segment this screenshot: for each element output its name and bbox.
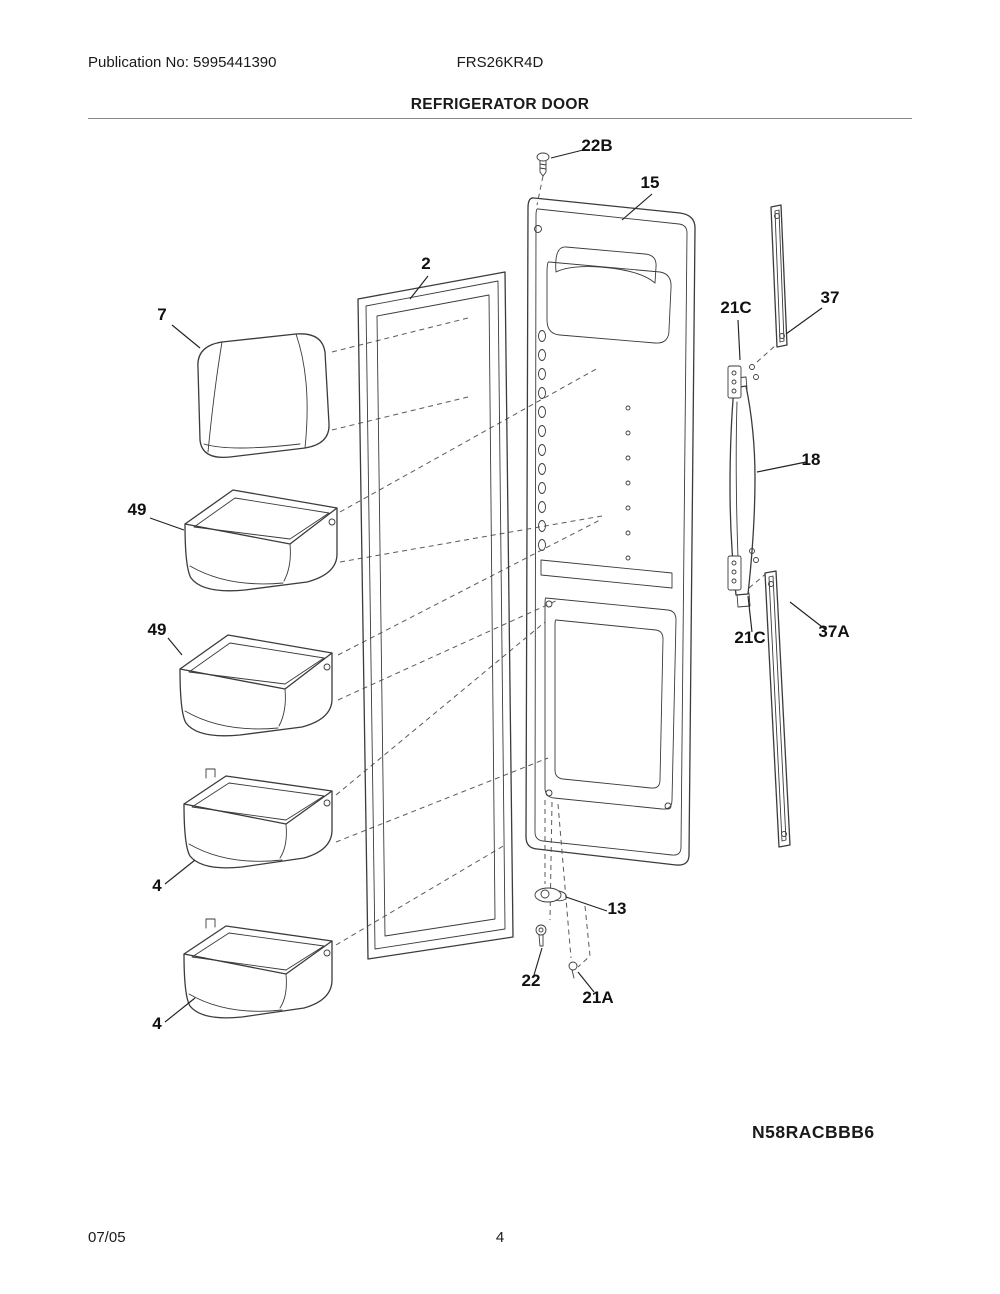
screw-22b bbox=[536, 152, 550, 177]
door-top-grip bbox=[555, 246, 657, 284]
part-label-37a: 37A bbox=[818, 622, 849, 641]
leader-2 bbox=[409, 275, 429, 300]
bracket-21c-upper bbox=[727, 364, 759, 399]
publication-number: Publication No: 5995441390 bbox=[88, 54, 277, 71]
part-label-22b: 22B bbox=[581, 136, 612, 155]
leader-37a bbox=[789, 601, 827, 631]
footer-page-number: 4 bbox=[495, 1229, 505, 1246]
part-label-15: 15 bbox=[641, 173, 660, 192]
door-center-slots bbox=[625, 405, 631, 561]
dairy-bin-7 bbox=[197, 333, 330, 459]
screw-21c-upper bbox=[753, 374, 759, 380]
screw-21c-lower bbox=[749, 548, 755, 554]
door-mid-band bbox=[540, 559, 673, 589]
title-divider bbox=[88, 118, 912, 119]
part-label-7: 7 bbox=[157, 305, 166, 324]
part-label-2: 2 bbox=[421, 254, 430, 273]
diagram-code: N58RACBBB6 bbox=[752, 1122, 875, 1142]
part-label-18: 18 bbox=[802, 450, 821, 469]
part-label-49-lower: 49 bbox=[148, 620, 167, 639]
leader-7 bbox=[171, 324, 201, 349]
screw-21c-upper bbox=[749, 364, 755, 370]
door-inner-face bbox=[534, 208, 688, 856]
leader-49-lower bbox=[167, 637, 183, 656]
part-label-4-lower: 4 bbox=[152, 1014, 162, 1033]
model-number: FRS26KR4D bbox=[456, 54, 544, 71]
part-label-22: 22 bbox=[522, 971, 541, 990]
part-label-13: 13 bbox=[608, 899, 627, 918]
door-top-recess bbox=[546, 261, 672, 344]
screw-22 bbox=[535, 924, 547, 947]
leader-22 bbox=[533, 947, 543, 976]
leader-18 bbox=[756, 461, 807, 473]
door-bin-49-lower bbox=[179, 634, 333, 737]
door-fastener-hole bbox=[664, 802, 672, 810]
part-labels: 22B 15 2 7 49 49 4 4 37 21C 18 37A 21C 1… bbox=[128, 136, 850, 1033]
door-hinge-hole bbox=[534, 225, 542, 233]
leader-4-upper bbox=[164, 859, 196, 885]
part-label-49-upper: 49 bbox=[128, 500, 147, 519]
screw-21a bbox=[568, 961, 578, 979]
part-label-37: 37 bbox=[821, 288, 840, 307]
door-fastener-hole bbox=[545, 600, 553, 608]
door-panel-15 bbox=[525, 197, 696, 866]
leader-4-lower bbox=[164, 997, 196, 1023]
door-shelf-4-upper bbox=[183, 768, 333, 869]
bracket-21c-lower bbox=[727, 548, 759, 591]
door-gasket-2 bbox=[357, 271, 514, 960]
leader-lines bbox=[149, 149, 827, 1023]
footer-date: 07/05 bbox=[88, 1229, 126, 1246]
leader-13 bbox=[565, 896, 608, 912]
leader-49-upper bbox=[149, 517, 185, 531]
part-label-21c-lower: 21C bbox=[734, 628, 765, 647]
leader-22b bbox=[550, 149, 584, 159]
door-lower-recess-inner bbox=[554, 619, 664, 789]
door-bin-49-upper bbox=[184, 489, 338, 592]
door-shelf-4-lower bbox=[183, 918, 333, 1019]
leader-21c-lower bbox=[747, 595, 753, 633]
leader-15 bbox=[621, 193, 653, 221]
door-lower-recess-outer bbox=[544, 597, 677, 810]
part-label-4-upper: 4 bbox=[152, 876, 162, 895]
screw-21c-lower bbox=[753, 557, 759, 563]
leader-37 bbox=[785, 307, 823, 335]
trim-strip-37 bbox=[770, 204, 788, 348]
door-fastener-hole bbox=[545, 789, 553, 797]
part-label-21a: 21A bbox=[582, 988, 613, 1007]
hinge-bearing-13 bbox=[534, 887, 567, 903]
page-title: REFRIGERATOR DOOR bbox=[410, 96, 590, 113]
leader-21a bbox=[577, 971, 595, 993]
part-label-21c-upper: 21C bbox=[720, 298, 751, 317]
trim-strip-37a bbox=[764, 570, 791, 848]
leader-21c-upper bbox=[737, 319, 741, 361]
door-outline bbox=[525, 197, 696, 866]
